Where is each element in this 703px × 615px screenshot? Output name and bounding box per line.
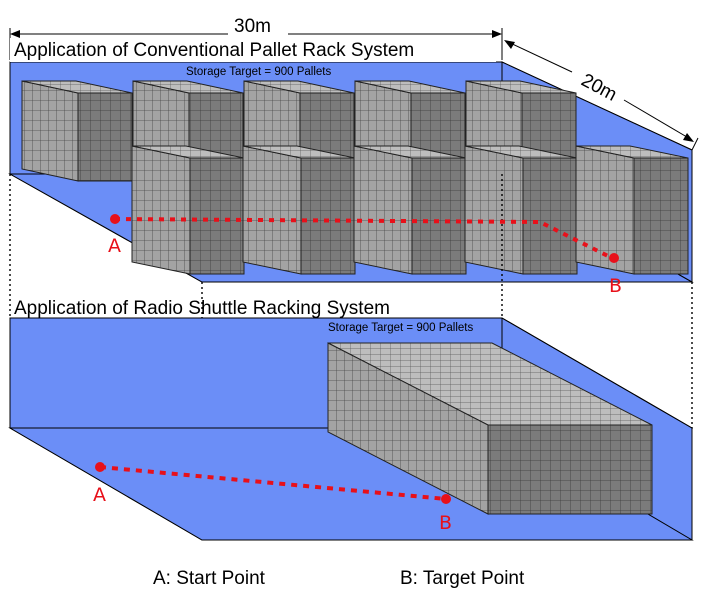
conventional-rack-front-2	[242, 145, 356, 275]
conventional-rack-back-1	[21, 80, 133, 182]
top-point-a-label: A	[108, 235, 121, 257]
top-title: Application of Conventional Pallet Rack …	[14, 40, 414, 61]
top-storage-target: Storage Target = 900 Pallets	[186, 66, 331, 78]
bottom-point-a-marker	[95, 462, 105, 472]
conventional-rack-front-4	[464, 145, 578, 275]
bottom-panel: Storage Target = 900 Pallets	[8, 317, 694, 541]
top-point-a-marker	[110, 214, 120, 224]
top-travel-path: A B	[108, 214, 622, 297]
bottom-storage-target: Storage Target = 900 Pallets	[328, 322, 473, 334]
width-label: 30m	[234, 16, 271, 37]
bottom-point-b-marker	[441, 494, 451, 504]
conventional-racks	[21, 80, 689, 275]
top-panel: Storage Target = 900 Pallets	[8, 61, 694, 283]
shuttle-rack-block	[327, 342, 653, 515]
shuttle-rack-block-body	[327, 342, 653, 515]
bottom-travel-path: A B	[93, 462, 452, 534]
bottom-title: Application of Radio Shuttle Racking Sys…	[14, 298, 390, 319]
top-point-b-marker	[609, 253, 619, 263]
legend-target-point: B: Target Point	[400, 568, 525, 589]
conventional-rack-front-3	[353, 145, 467, 275]
conventional-rack-front-5	[575, 145, 689, 275]
width-dimension: 30m	[9, 16, 503, 60]
conventional-rack-front-1	[131, 145, 245, 275]
top-point-b-label: B	[609, 275, 622, 297]
bottom-point-a-label: A	[93, 484, 106, 506]
bottom-point-b-label: B	[439, 512, 452, 534]
legend-start-point: A: Start Point	[153, 568, 265, 589]
